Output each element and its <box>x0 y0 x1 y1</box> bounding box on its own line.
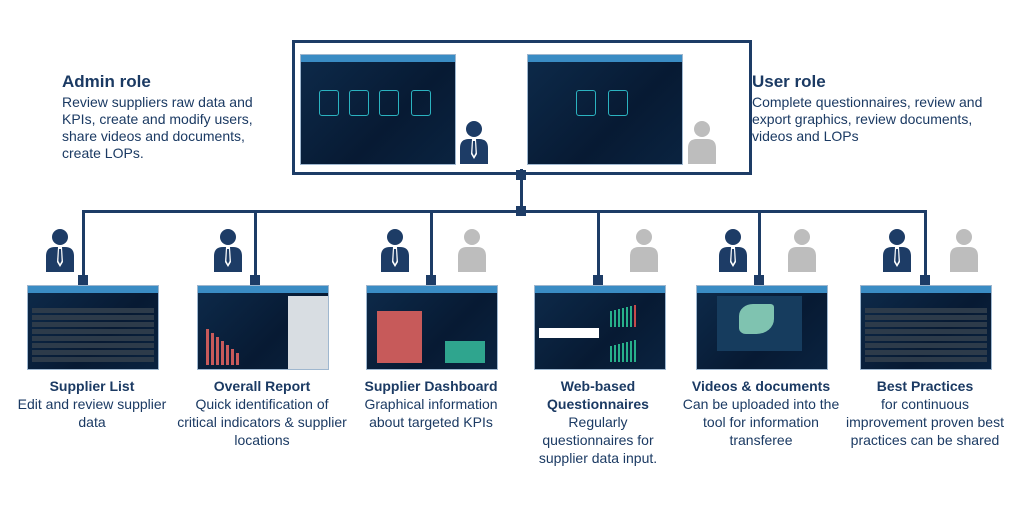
module-title: Overall Report <box>213 378 311 394</box>
connector-node <box>516 206 526 216</box>
connector-node <box>754 275 764 285</box>
user-role: User role Complete questionnaires, revie… <box>752 72 992 145</box>
module-title: Best Practices <box>876 378 974 394</box>
admin-person-icon <box>43 228 77 277</box>
admin-person-icon <box>716 228 750 277</box>
connector-node <box>426 275 436 285</box>
module-description: Graphical information about targeted KPI… <box>364 396 498 430</box>
module-screenshot <box>27 285 159 370</box>
connector-node <box>920 275 930 285</box>
module-description: Can be uploaded into the tool for inform… <box>682 396 840 448</box>
admin-role: Admin role Review suppliers raw data and… <box>62 72 287 162</box>
user-home-screenshot <box>527 54 683 165</box>
user-person-icon <box>627 228 661 277</box>
module-title: Web-based Questionnaires <box>547 378 649 412</box>
user-person-icon <box>785 228 819 277</box>
module-title: Videos & documents <box>691 378 831 394</box>
admin-home-screenshot <box>300 54 456 165</box>
connector-node <box>516 170 526 180</box>
module-screenshot <box>696 285 828 370</box>
user-person-icon <box>947 228 981 277</box>
user-person-icon <box>455 228 489 277</box>
connector-node <box>250 275 260 285</box>
module-caption: Best Practices for continuous improvement… <box>840 377 1010 449</box>
admin-role-title: Admin role <box>62 72 151 91</box>
module-title: Supplier Dashboard <box>364 378 498 394</box>
module-screenshot <box>366 285 498 370</box>
admin-person-icon <box>211 228 245 277</box>
connector-node <box>78 275 88 285</box>
admin-person-icon <box>880 228 914 277</box>
admin-role-description: Review suppliers raw data and KPIs, crea… <box>62 94 253 161</box>
user-role-title: User role <box>752 72 826 91</box>
user-person-icon <box>685 120 719 169</box>
module-screenshot <box>197 285 329 370</box>
module-screenshot <box>860 285 992 370</box>
module-title: Supplier List <box>49 378 135 394</box>
user-role-description: Complete questionnaires, review and expo… <box>752 94 983 144</box>
admin-person-icon <box>457 120 491 169</box>
module-description: Regularly questionnaires for supplier da… <box>538 414 658 466</box>
admin-person-icon <box>378 228 412 277</box>
module-description: Edit and review supplier data <box>17 396 167 430</box>
module-screenshot <box>534 285 666 370</box>
connector-node <box>593 275 603 285</box>
module-description: for continuous improvement proven best p… <box>846 396 1004 448</box>
module-description: Quick identification of critical indicat… <box>177 396 347 448</box>
